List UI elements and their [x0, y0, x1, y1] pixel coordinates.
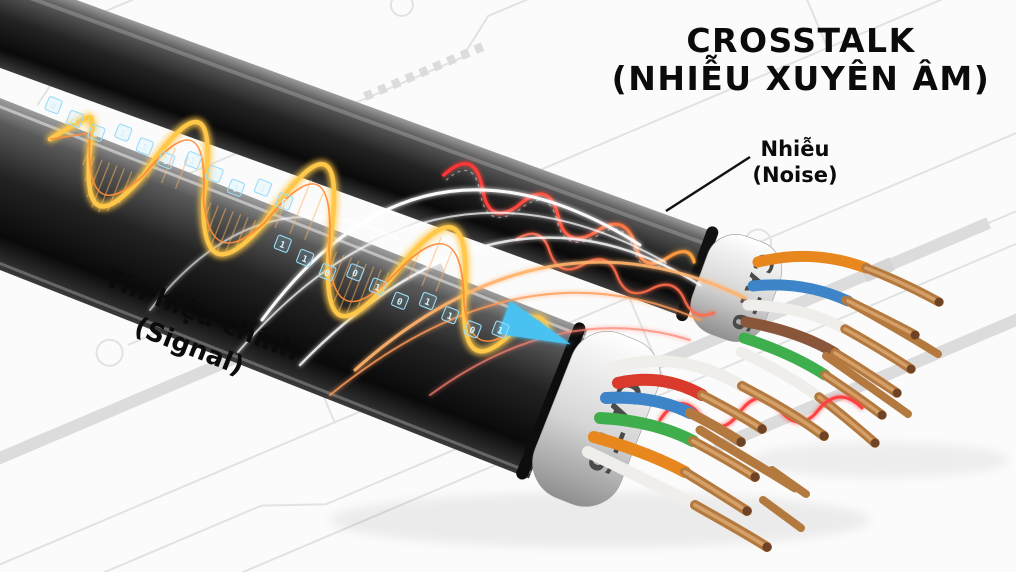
data-bit-box — [44, 96, 63, 115]
data-bit-digit: 0 — [468, 326, 477, 337]
data-bit-box — [114, 123, 133, 142]
data-bit-digit: 0 — [91, 129, 100, 140]
data-bit-box — [253, 178, 273, 197]
data-bit-box — [296, 248, 315, 268]
noise-wave-echo — [445, 170, 668, 268]
data-bit-digit: 1 — [140, 143, 149, 154]
data-bit-box — [463, 320, 482, 339]
data-bit-box — [87, 123, 106, 142]
data-bit-digit: 0 — [49, 101, 58, 112]
data-bit-digit: 1 — [278, 240, 287, 251]
signal-wave-core — [49, 132, 521, 342]
crosstalk-arc-main — [260, 188, 642, 322]
noise-label-english: (Noise) — [752, 163, 838, 188]
data-bit-box — [275, 192, 294, 211]
data-bit-digit: 1 — [373, 283, 382, 294]
noise-wave-secondary — [515, 232, 716, 317]
front-cable-wires — [582, 355, 829, 552]
noise-label-vietnamese: Nhiễu — [760, 137, 830, 161]
data-bit-digit: 1 — [188, 156, 197, 167]
signal-arrow — [497, 301, 571, 345]
noise-label: Nhiễu (Noise) — [695, 136, 895, 189]
diagram-title: CROSSTALK (NHIỄU XUYÊN ÂM) — [586, 22, 1016, 97]
data-bit-box — [491, 320, 510, 339]
data-bit-digit: 1 — [258, 184, 267, 195]
data-bit-box — [441, 306, 460, 325]
rear-cable-jacket — [0, 0, 716, 318]
data-bit-box — [135, 137, 154, 156]
data-bit-digit: 0 — [210, 170, 219, 181]
data-bit-digit: 0 — [395, 297, 404, 308]
data-bit-digit: 0 — [350, 269, 359, 280]
data-bit-digit: 1 — [423, 297, 432, 308]
data-bit-digit: 1 — [118, 129, 127, 140]
data-bit-box — [391, 291, 410, 310]
data-bit-digit: 0 — [161, 156, 170, 167]
data-bit-box — [368, 277, 387, 296]
title-vietnamese: (NHIỄU XUYÊN ÂM) — [611, 58, 991, 98]
data-bit-box — [318, 263, 337, 282]
data-bit-box — [184, 151, 203, 170]
crosstalk-arcs — [149, 188, 747, 396]
front-cable-jacket — [0, 94, 588, 479]
data-bit-box — [346, 263, 365, 282]
data-bits-row-b: 1 1 0 0 1 0 1 1 0 1 — [273, 234, 510, 339]
data-bits-row-a: 0 1 0 1 1 0 1 0 0 1 0 — [44, 96, 294, 211]
title-english: CROSSTALK — [686, 21, 916, 60]
data-bit-digit: 0 — [279, 198, 288, 209]
data-bit-box — [273, 234, 292, 253]
data-bit-digit: 1 — [495, 326, 504, 337]
data-bit-digit: 1 — [70, 115, 79, 126]
data-bit-digit: 0 — [231, 184, 240, 195]
data-bit-box — [418, 291, 437, 311]
noise-leader-line — [665, 155, 751, 213]
data-bit-digit: 0 — [322, 268, 331, 279]
rear-cable: CAT6 — [0, 0, 783, 342]
data-bit-digit: 1 — [300, 254, 309, 265]
energy-streak — [116, 48, 663, 250]
data-bit-box — [205, 164, 224, 183]
data-bit-box — [66, 109, 85, 129]
data-bit-box — [227, 178, 246, 197]
data-bit-box — [157, 151, 176, 170]
rear-cable-wires — [735, 250, 944, 448]
signal-group: 0 1 0 1 1 0 1 0 0 1 0 1 1 0 0 1 0 1 1 0 1 — [0, 96, 571, 354]
data-bit-digit: 1 — [445, 311, 454, 322]
